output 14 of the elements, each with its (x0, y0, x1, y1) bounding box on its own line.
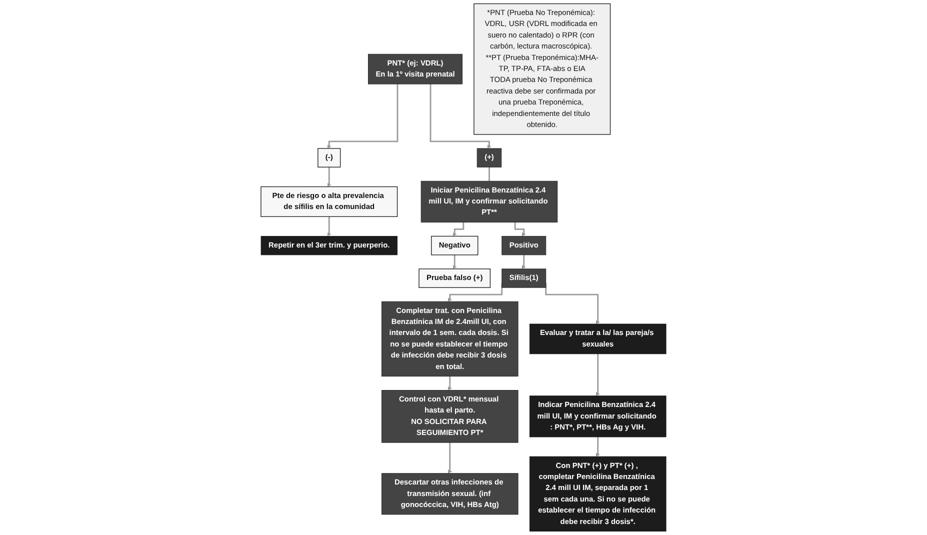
arrow (327, 84, 398, 149)
arrow (430, 84, 492, 149)
arrow (596, 354, 600, 396)
arrow (448, 376, 452, 390)
arrow (545, 283, 600, 324)
arrow (452, 254, 457, 270)
arrow (448, 442, 452, 474)
arrow (452, 222, 464, 236)
arrow (522, 254, 526, 270)
connector (488, 167, 490, 182)
arrow (514, 222, 526, 236)
arrow (327, 167, 332, 187)
arrow (596, 436, 600, 457)
arrow (327, 216, 332, 236)
